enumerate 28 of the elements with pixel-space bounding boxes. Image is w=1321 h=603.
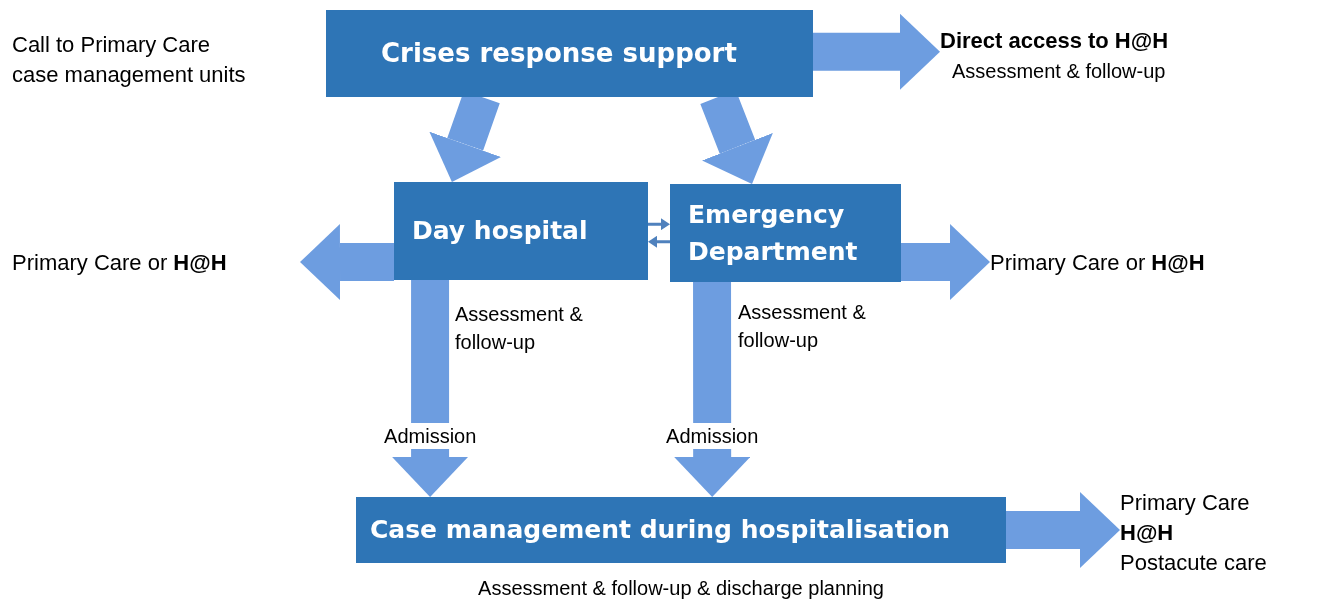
process-box (394, 182, 648, 280)
process-box (326, 10, 813, 97)
note-text: Assessment & follow-up (738, 300, 867, 353)
destination-text: Postacute care (1120, 549, 1267, 577)
block-arrow (674, 282, 751, 497)
destination-text: Primary Care or H@H (12, 249, 227, 277)
destination-text: Primary Care or H@H (990, 249, 1205, 277)
note-text: Call to Primary Care case management units (12, 31, 247, 89)
edge-label: Admission (664, 423, 761, 449)
destination-text: H@H (1120, 519, 1174, 547)
destination-text: Direct access to H@H (940, 27, 1169, 55)
edge-label: Admission (382, 423, 479, 449)
destination-text: Assessment & follow-up (951, 59, 1166, 84)
box-label: Case management during hospitalisation (370, 514, 951, 547)
block-arrow (901, 224, 990, 301)
box-label: Day hospital (412, 215, 588, 248)
note-text: Assessment & follow-up (455, 302, 584, 355)
process-box (670, 184, 901, 282)
block-arrow (1006, 492, 1120, 568)
block-arrow (813, 13, 940, 90)
box-label: Crises response support (381, 37, 737, 70)
box-label: Emergency Department (688, 198, 859, 268)
destination-text: Primary Care (1120, 489, 1250, 517)
note-text: Assessment & follow-up & discharge planning (477, 576, 885, 601)
process-box (356, 497, 1006, 563)
arrow (648, 218, 670, 231)
block-arrow (300, 224, 394, 301)
arrow (648, 235, 670, 248)
